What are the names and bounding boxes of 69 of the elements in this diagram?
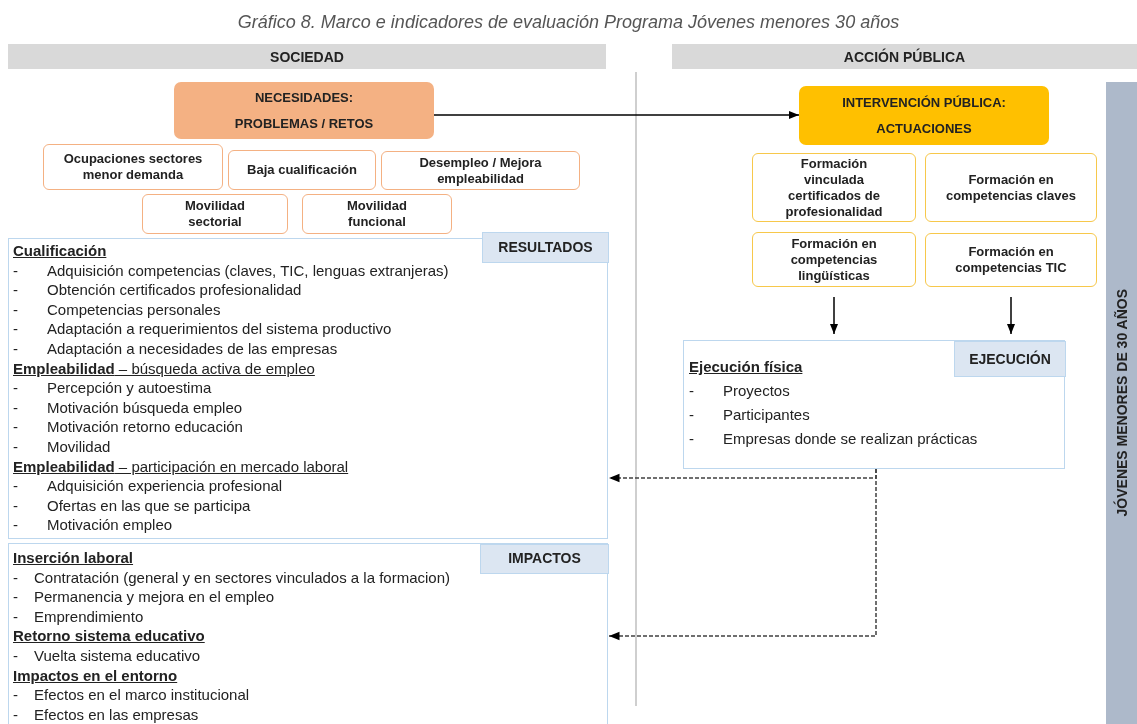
indicator-item: - Adaptación a requerimientos del sistema productivo xyxy=(13,319,392,339)
box-label: Movilidad funcional xyxy=(346,198,408,230)
need-box xyxy=(381,151,580,190)
need-box xyxy=(142,194,288,234)
indicator-heading: Retorno sistema educativo xyxy=(13,626,205,646)
action-box xyxy=(925,233,1097,287)
indicator-item: - Competencias personales xyxy=(13,299,221,320)
section-header xyxy=(8,44,606,69)
indicator-item: - Vuelta sistema educativo xyxy=(13,645,201,666)
band-label: JÓVENES MENORES DE 30 AÑOS xyxy=(1113,289,1130,517)
indicator-item: - Adaptación a necesidades de las empresas xyxy=(13,338,338,359)
need-box xyxy=(302,194,452,234)
action-box xyxy=(752,232,916,287)
arrow xyxy=(608,468,877,641)
execution-panel xyxy=(683,340,1065,469)
header-label: IMPACTOS xyxy=(508,549,581,569)
box-label: Baja cualificación xyxy=(247,162,357,178)
action-box xyxy=(752,153,916,222)
header-label: RESULTADOS xyxy=(498,237,593,257)
indicator-item: - Movilidad xyxy=(13,436,111,457)
box-label: Formación en competencias TIC xyxy=(954,244,1068,276)
indicator-heading: Ejecución física xyxy=(689,357,803,377)
indicator-item: - Emprendimiento xyxy=(13,606,144,627)
header-label: SOCIEDAD xyxy=(270,48,344,65)
box-label: INTERVENCIÓN PÚBLICA: ACTUACIONES xyxy=(841,93,1007,138)
indicator-item: - Contratación (general y en sectores vinculados a la formacion) xyxy=(13,567,451,588)
box-label: Formación en competencias claves xyxy=(944,171,1078,204)
header-label: EJECUCIÓN xyxy=(969,349,1051,369)
box-label: NECESIDADES: PROBLEMAS / RETOS xyxy=(233,88,375,133)
indicator-item: - Adquisición experiencia profesional xyxy=(13,476,283,496)
box-label: Movilidad sectorial xyxy=(184,198,246,230)
intervention-box xyxy=(799,86,1049,145)
indicator-item: - Motivación empleo xyxy=(13,515,173,535)
figure-title: Gráfico 8. Marco e indicadores de evaluación Programa Jóvenes menores 30 años xyxy=(236,12,901,33)
impacts-panel xyxy=(8,543,608,724)
indicator-item: - Proyectos xyxy=(689,381,790,401)
panel-tab xyxy=(954,341,1066,377)
panel-tab xyxy=(480,544,609,574)
box-label: Desempleo / Mejora empleabilidad xyxy=(418,154,543,187)
section-header xyxy=(672,44,1137,69)
indicator-item: - Ofertas en las que se participa xyxy=(13,495,251,516)
indicator-heading: Cualificación xyxy=(13,241,107,261)
indicator-item: - Motivación búsqueda empleo xyxy=(13,397,243,418)
indicator-heading: Inserción laboral xyxy=(13,548,134,568)
header-label: ACCIÓN PÚBLICA xyxy=(843,48,966,65)
need-box xyxy=(43,144,223,190)
action-box xyxy=(925,153,1097,222)
indicator-item: - Efectos en el marco institucional xyxy=(13,685,250,705)
arrow xyxy=(829,296,839,335)
needs-box xyxy=(174,82,434,139)
indicator-item: - Participantes xyxy=(689,405,810,425)
indicator-item: - Empresas donde se realizan prácticas xyxy=(689,429,978,449)
indicator-item: - Efectos en las empresas xyxy=(13,704,199,724)
indicator-item: - Obtención certificados profesionalidad xyxy=(13,280,302,300)
box-label: Ocupaciones sectores menor demanda xyxy=(62,151,204,183)
target-group-band xyxy=(1106,82,1137,724)
indicator-item: - Percepción y autoestima xyxy=(13,378,212,398)
arrow xyxy=(1006,296,1016,335)
arrow xyxy=(433,110,800,120)
indicator-item: - Permanencia y mejora en el empleo xyxy=(13,587,275,607)
box-label: Formación en competencias lingüísticas xyxy=(789,235,879,284)
indicator-item: - Motivación retorno educación xyxy=(13,417,243,437)
indicator-heading: Impactos en el entorno xyxy=(13,665,178,686)
box-label: Formación vinculada certificados de profesionalidad xyxy=(784,155,884,220)
need-box xyxy=(228,150,376,190)
panel-tab xyxy=(482,232,609,263)
indicator-heading: Empleabilidad – participación en mercado laboral xyxy=(13,456,349,477)
indicator-item: - Adquisición competencias (claves, TIC, lenguas extranjeras) xyxy=(13,260,449,281)
indicator-heading: Empleabilidad – búsqueda activa de empleo xyxy=(13,358,315,379)
